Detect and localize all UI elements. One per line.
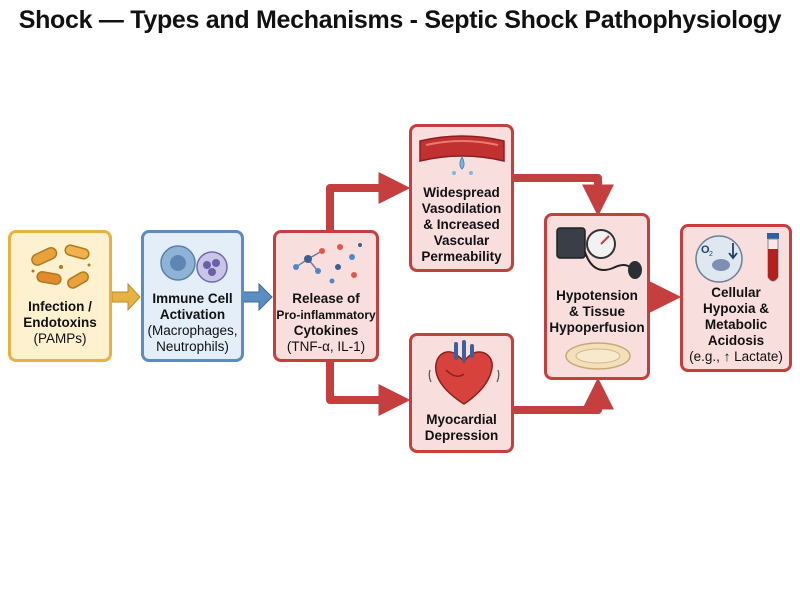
cytokines-line1: Release of	[292, 291, 360, 306]
cytokines-line4: (TNF-α, IL-1)	[286, 339, 366, 354]
molecules-icon	[293, 243, 362, 284]
node-hypotension: Hypotension & Tissue Hypoperfusion	[544, 213, 650, 380]
myocardial-line2: Depression	[424, 428, 499, 443]
arrow-vasodilation-to-hypotension	[514, 174, 614, 217]
hypoxia-line1: Cellular	[711, 285, 761, 300]
myocardial-line1: Myocardial	[426, 412, 497, 427]
hypotension-line1: Hypotension	[556, 288, 638, 303]
heart-icon	[428, 340, 500, 405]
infection-line1: Infection /	[28, 299, 92, 314]
node-infection: Infection / Endotoxins (PAMPs)	[8, 230, 112, 362]
arrow-immune-to-cytokines	[242, 282, 273, 312]
vasodilation-line3: & Increased	[423, 217, 500, 232]
vasodilation-line5: Permeability	[421, 249, 502, 264]
page-title: Shock — Types and Mechanisms - Septic Sh…	[18, 6, 782, 34]
blood-vessel-icon	[419, 135, 505, 175]
vasodilation-line1: Widespread	[423, 185, 500, 200]
oxygen-subscript: 2	[709, 251, 713, 258]
oxygen-cell-icon: O 2	[695, 235, 743, 283]
cytokines-line2: Pro-inflammatory	[276, 308, 376, 322]
node-myocardial-depression: Myocardial Depression	[409, 333, 514, 453]
hypoxia-line4: Acidosis	[707, 333, 765, 348]
hypoxia-line2: Hypoxia &	[702, 301, 770, 316]
immune-line3: (Macrophages,	[147, 323, 238, 338]
arrow-cytokines-to-myocardial	[326, 360, 411, 416]
arrow-myocardial-to-hypotension	[514, 377, 614, 414]
hypoxia-line5: (e.g., ↑ Lactate)	[689, 349, 783, 364]
node-cellular-hypoxia: O 2 Cellular Hypoxia & Metabolic Acidosi…	[680, 224, 792, 372]
hypoxia-line3: Metabolic	[704, 317, 768, 332]
node-cytokine-release: Release of Pro-inflammatory Cytokines (T…	[273, 230, 379, 362]
immune-cells-icon	[160, 245, 228, 283]
hypotension-line3: Hypoperfusion	[549, 320, 645, 335]
arrow-infection-to-immune	[111, 282, 141, 312]
hypotension-line2: & Tissue	[568, 304, 626, 319]
infection-line3: (PAMPs)	[33, 331, 87, 346]
arrow-cytokines-to-vasodilation	[326, 172, 411, 230]
immune-line4: Neutrophils)	[156, 339, 229, 354]
node-immune-activation: Immune Cell Activation (Macrophages, Neu…	[141, 230, 244, 362]
cytokines-line3: Cytokines	[293, 323, 359, 338]
immune-line1: Immune Cell	[152, 291, 233, 306]
vasodilation-line4: Vascular	[433, 233, 490, 248]
infection-line2: Endotoxins	[23, 315, 97, 330]
blood-pressure-icon	[556, 227, 642, 279]
oxygen-symbol: O	[701, 244, 710, 256]
vasodilation-line2: Vasodilation	[421, 201, 502, 216]
immune-line2: Activation	[159, 307, 226, 322]
cell-icon	[565, 342, 631, 370]
node-vasodilation: Widespread Vasodilation & Increased Vasc…	[409, 124, 514, 272]
bacteria-icon	[31, 244, 91, 289]
test-tube-icon	[767, 233, 779, 282]
